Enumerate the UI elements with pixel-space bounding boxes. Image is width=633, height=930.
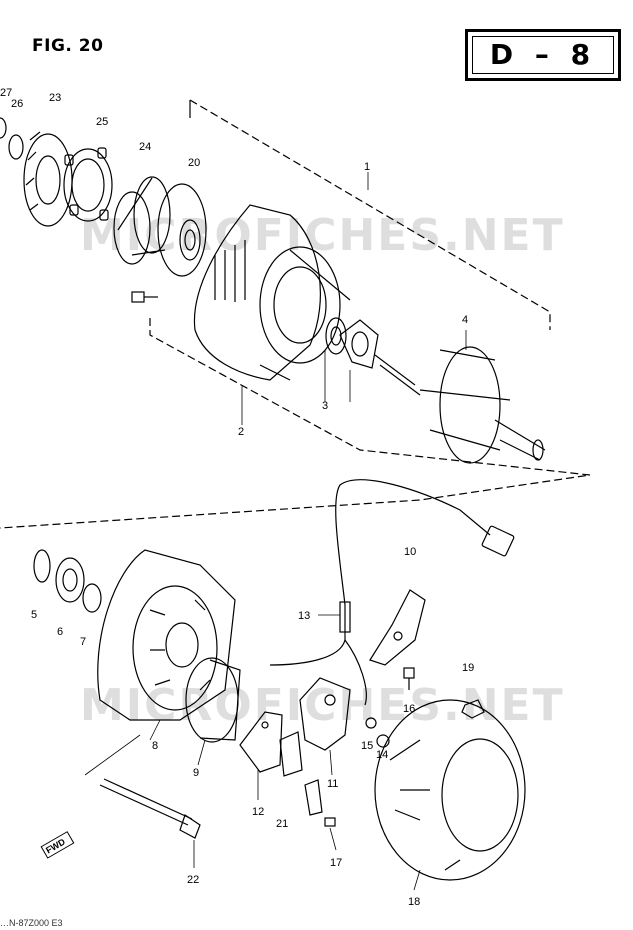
terminal-10	[369, 589, 426, 666]
figure-title: FIG. 20	[32, 36, 104, 56]
washer-27	[0, 117, 7, 139]
callout-19: 19	[462, 662, 475, 674]
front-housing-2	[193, 204, 351, 381]
callout-8: 8	[152, 740, 159, 752]
callout-16: 16	[403, 703, 416, 715]
callout-2: 2	[238, 426, 245, 438]
callout-15: 15	[361, 740, 374, 752]
callout-12: 12	[252, 806, 265, 818]
pulley-24	[113, 176, 171, 265]
bearing-6	[55, 557, 85, 603]
brush-holder-12	[239, 711, 283, 773]
callout-17: 17	[330, 857, 343, 869]
callout-24: 24	[139, 141, 152, 153]
rectifier-9	[185, 657, 241, 743]
through-bolt-22	[99, 778, 201, 839]
callout-3: 3	[322, 400, 329, 412]
callout-10: 10	[404, 546, 417, 558]
clip-ring-25	[63, 147, 113, 222]
brush-21	[279, 731, 303, 777]
callout-1: 1	[364, 161, 371, 173]
regulator-11	[299, 677, 351, 751]
leader-8	[149, 719, 161, 741]
callout-20: 20	[188, 157, 201, 169]
callout-26: 26	[11, 98, 24, 110]
callout-14: 14	[376, 749, 389, 761]
washer-26	[8, 134, 24, 160]
callout-4: 4	[462, 314, 469, 326]
bracket-17	[304, 779, 336, 827]
leader-9	[197, 739, 206, 766]
washer-15	[365, 717, 377, 729]
leader-18	[413, 869, 421, 891]
callout-18: 18	[408, 896, 421, 908]
callout-11: 11	[327, 778, 339, 790]
screw-16	[403, 667, 415, 690]
page-code: D – 8	[489, 38, 597, 71]
callout-5: 5	[31, 609, 38, 621]
callout-27: 27	[0, 87, 13, 99]
washer-5	[33, 549, 51, 583]
callout-23: 23	[49, 92, 62, 104]
bearing-20	[157, 183, 207, 277]
callout-21: 21	[276, 818, 289, 830]
rear-housing-8	[97, 549, 236, 721]
seal-7	[82, 583, 102, 613]
frame-line-bottom	[0, 318, 591, 529]
wire-harness-13	[269, 479, 515, 706]
callout-7: 7	[80, 636, 87, 648]
leader-17	[329, 827, 337, 851]
callout-25: 25	[96, 116, 109, 128]
page-code-box: D – 8	[465, 29, 621, 81]
bolt-small	[131, 291, 158, 303]
callout-13: 13	[298, 610, 311, 622]
rotor-4	[374, 346, 546, 464]
leader-bottom-frame	[84, 734, 141, 776]
callout-22: 22	[187, 874, 200, 886]
nut-19	[461, 699, 485, 719]
assembly-frame-line	[189, 99, 551, 330]
bearing-3	[325, 317, 379, 369]
screw-14	[376, 734, 390, 748]
leader-11	[329, 749, 333, 776]
watermark-bottom: MICROFICHES.NET	[80, 680, 565, 731]
callout-6: 6	[57, 626, 64, 638]
callout-9: 9	[193, 767, 200, 779]
cover-18	[374, 699, 526, 881]
footer-code: …N-87Z000 E3	[0, 918, 63, 928]
